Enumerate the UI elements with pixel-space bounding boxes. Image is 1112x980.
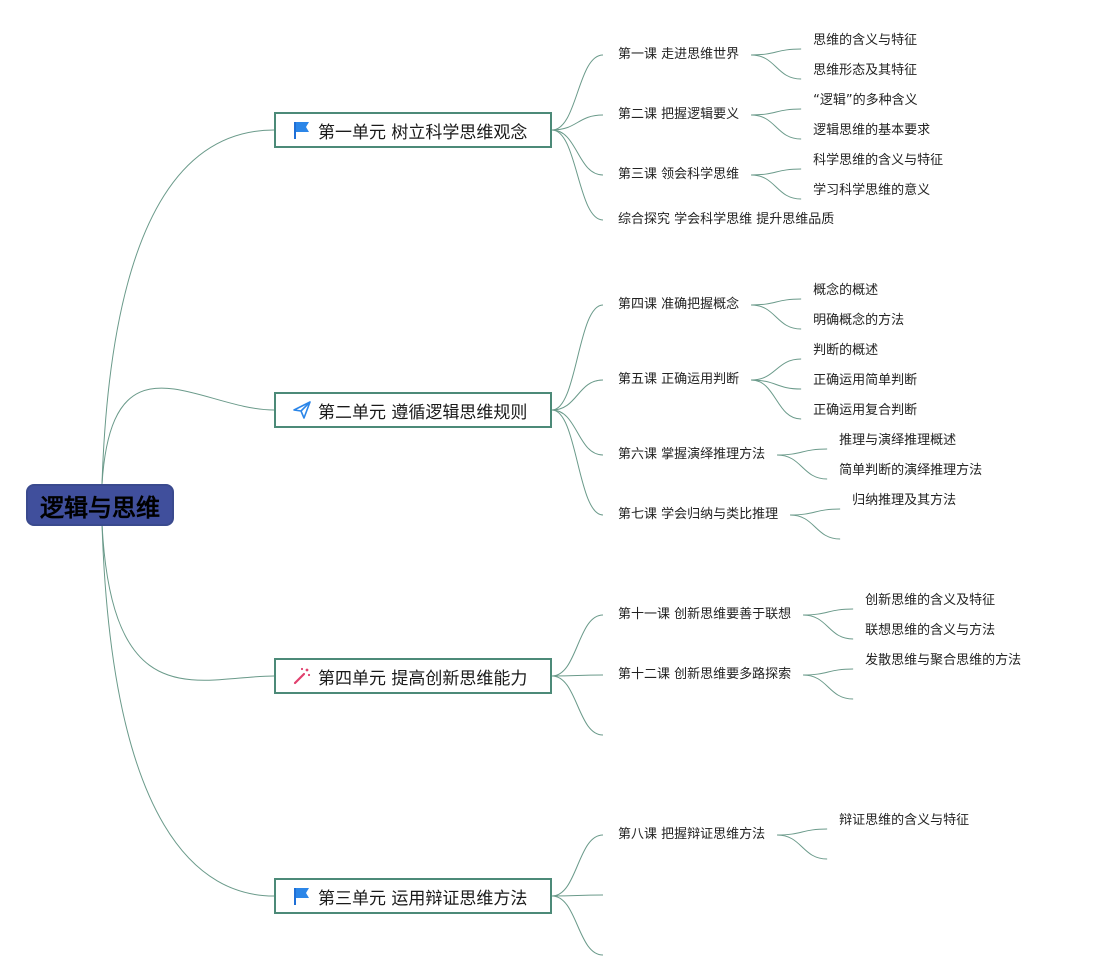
lesson-node[interactable]: 第四课 准确把握概念 <box>618 297 740 312</box>
connector-line <box>551 894 604 897</box>
lesson-node[interactable]: 第一课 走进思维世界 <box>618 47 740 62</box>
magic-wand-icon <box>292 665 314 687</box>
topic-node[interactable]: 正确运用复合判断 <box>813 403 918 418</box>
topic-node[interactable]: 学习科学思维的意义 <box>813 183 931 198</box>
topic-node[interactable]: 创新思维的含义及特征 <box>865 593 996 608</box>
connector-line <box>777 448 828 456</box>
connector-line <box>790 514 841 540</box>
unit-label: 第三单元 运用辩证思维方法 <box>318 888 528 909</box>
topic-node[interactable]: 思维形态及其特征 <box>813 63 918 78</box>
connector-line <box>551 409 604 456</box>
topic-node[interactable]: 科学思维的含义与特征 <box>813 153 944 168</box>
connector-line <box>101 523 275 681</box>
topic-node[interactable]: 发散思维与聚合思维的方法 <box>865 653 1022 668</box>
lesson-node[interactable]: 第七课 学会归纳与类比推理 <box>618 507 779 522</box>
unit-label: 第四单元 提高创新思维能力 <box>318 668 528 689</box>
lesson-node[interactable]: 第十一课 创新思维要善于联想 <box>618 607 792 622</box>
unit-node[interactable]: 第二单元 遵循逻辑思维规则 <box>274 392 552 428</box>
paper-plane-icon <box>292 399 314 421</box>
topic-node[interactable]: 逻辑思维的基本要求 <box>813 123 931 138</box>
topic-node[interactable]: 思维的含义与特征 <box>813 33 918 48</box>
connector-line <box>551 675 604 736</box>
topic-node[interactable]: “逻辑”的多种含义 <box>813 93 918 108</box>
lesson-node[interactable]: 第六课 掌握演绎推理方法 <box>618 447 766 462</box>
unit-label: 第二单元 遵循逻辑思维规则 <box>318 402 528 423</box>
blue-flag-icon <box>292 885 314 907</box>
topic-node[interactable]: 判断的概述 <box>813 343 879 358</box>
connector-line <box>751 168 802 176</box>
lesson-node[interactable]: 第二课 把握逻辑要义 <box>618 107 740 122</box>
connector-line <box>751 48 802 56</box>
connector-line <box>551 674 604 677</box>
topic-node[interactable]: 联想思维的含义与方法 <box>865 623 996 638</box>
connector-line <box>551 54 604 131</box>
topic-node[interactable]: 正确运用简单判断 <box>813 373 918 388</box>
connector-line <box>751 174 802 200</box>
connector-line <box>790 508 841 516</box>
connector-line <box>751 379 802 420</box>
connector-line <box>751 54 802 80</box>
lesson-node[interactable]: 第三课 领会科学思维 <box>618 167 740 182</box>
connector-line <box>777 454 828 480</box>
lesson-node[interactable]: 第五课 正确运用判断 <box>618 372 740 387</box>
unit-label: 第一单元 树立科学思维观念 <box>318 122 528 143</box>
connector-line <box>551 614 604 677</box>
lesson-node[interactable]: 第十二课 创新思维要多路探索 <box>618 667 792 682</box>
connector-line <box>101 387 275 485</box>
connector-line <box>803 608 854 616</box>
topic-node[interactable]: 归纳推理及其方法 <box>852 493 957 508</box>
connector-line <box>751 304 802 330</box>
connector-line <box>751 358 802 381</box>
connector-line <box>101 523 275 897</box>
connector-line <box>551 129 604 221</box>
topic-node[interactable]: 推理与演绎推理概述 <box>839 433 957 448</box>
connector-line <box>803 674 854 700</box>
connector-line <box>551 409 604 516</box>
connector-line <box>777 828 828 836</box>
connector-line <box>777 834 828 860</box>
unit-node[interactable]: 第三单元 运用辩证思维方法 <box>274 878 552 914</box>
connector-line <box>751 108 802 116</box>
topic-node[interactable]: 辩证思维的含义与特征 <box>839 813 970 828</box>
connector-line <box>803 614 854 640</box>
connector-line <box>551 304 604 411</box>
connector-line <box>803 668 854 676</box>
blue-flag-icon <box>292 119 314 141</box>
connector-line <box>551 114 604 131</box>
topic-node[interactable]: 概念的概述 <box>813 283 879 298</box>
unit-node[interactable]: 第四单元 提高创新思维能力 <box>274 658 552 694</box>
connector-line <box>551 379 604 411</box>
topic-node[interactable]: 明确概念的方法 <box>813 313 905 328</box>
unit-node[interactable]: 第一单元 树立科学思维观念 <box>274 112 552 148</box>
connector-line <box>551 895 604 956</box>
lesson-node[interactable]: 第八课 把握辩证思维方法 <box>618 827 766 842</box>
lesson-node[interactable]: 综合探究 学会科学思维 提升思维品质 <box>618 212 835 227</box>
connector-line <box>751 298 802 306</box>
connector-line <box>551 129 604 176</box>
connector-line <box>101 129 275 485</box>
root-node[interactable]: 逻辑与思维 <box>26 484 174 526</box>
connector-line <box>551 834 604 897</box>
topic-node[interactable]: 简单判断的演绎推理方法 <box>839 463 983 478</box>
connector-line <box>751 114 802 140</box>
